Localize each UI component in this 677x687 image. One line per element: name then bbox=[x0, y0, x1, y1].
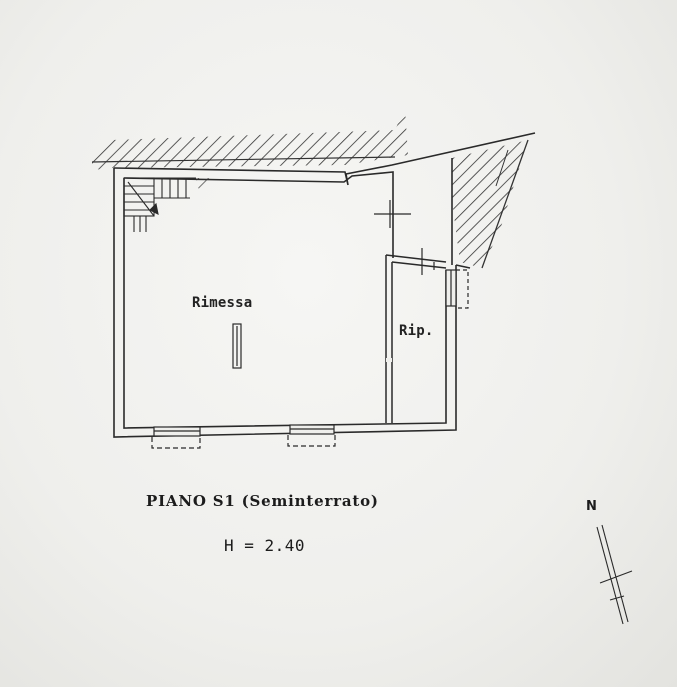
staircase bbox=[123, 177, 215, 232]
side-window-right bbox=[445, 269, 469, 309]
ground-hatching-top bbox=[91, 108, 408, 170]
floor-title-sub: (Seminterrato) bbox=[241, 492, 379, 510]
room-label-ripostiglio: Rip. bbox=[399, 323, 434, 339]
north-label: N bbox=[586, 499, 597, 514]
floor-drain-symbol bbox=[232, 323, 242, 369]
floor-title-main: PIANO S1 bbox=[146, 492, 236, 510]
ground-hatching-right bbox=[452, 139, 529, 269]
bottom-window-left bbox=[151, 426, 201, 449]
ceiling-height-label: H = 2.40 bbox=[224, 536, 306, 555]
upper-wall-tick bbox=[374, 200, 411, 228]
north-arrow bbox=[596, 524, 633, 625]
exterior-walls bbox=[113, 132, 536, 438]
bottom-window-right bbox=[287, 424, 336, 447]
room-label-rimessa: Rimessa bbox=[192, 295, 253, 311]
ripostiglio-partition bbox=[385, 248, 447, 423]
floor-title: PIANO S1 (Seminterrato) bbox=[146, 492, 379, 510]
